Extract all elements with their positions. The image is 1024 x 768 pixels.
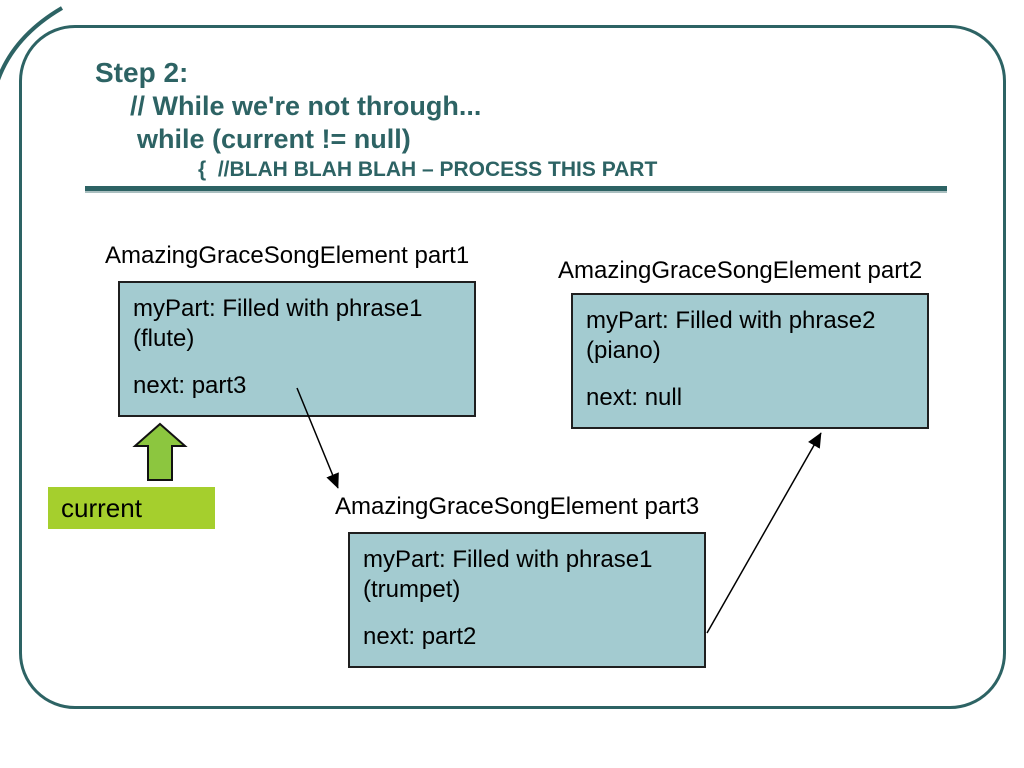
node-part2-box: myPart: Filled with phrase2 (piano) next… <box>571 293 929 429</box>
node-part2-label: AmazingGraceSongElement part2 <box>558 257 923 284</box>
node-part2-next: next: null <box>586 384 683 412</box>
slide-border-frame <box>19 25 1006 709</box>
slide-title: Step 2: <box>95 57 189 88</box>
node-part3-mypart: myPart: Filled with phrase1 (trumpet) <box>363 546 653 604</box>
node-part1-label: AmazingGraceSongElement part1 <box>105 242 470 269</box>
title-underline <box>85 186 947 193</box>
node-part3-label: AmazingGraceSongElement part3 <box>335 493 700 520</box>
node-part1-next: next: part3 <box>133 372 247 400</box>
title-brace-line: { //BLAH BLAH BLAH – PROCESS THIS PART <box>198 158 658 181</box>
node-part3-next: next: part2 <box>363 623 477 651</box>
node-part3-box: myPart: Filled with phrase1 (trumpet) ne… <box>348 532 706 668</box>
title-comment-line: // While we're not through... <box>130 91 482 121</box>
current-pointer-arrow-icon <box>132 422 188 481</box>
title-while-line: while (current != null) <box>137 124 411 154</box>
corner-accent-line <box>0 6 64 81</box>
node-part1-box: myPart: Filled with phrase1 (flute) next… <box>118 281 476 417</box>
node-part1-mypart: myPart: Filled with phrase1 (flute) <box>133 295 423 353</box>
current-pointer-label: current <box>48 487 215 529</box>
node-part2-mypart: myPart: Filled with phrase2 (piano) <box>586 307 876 365</box>
